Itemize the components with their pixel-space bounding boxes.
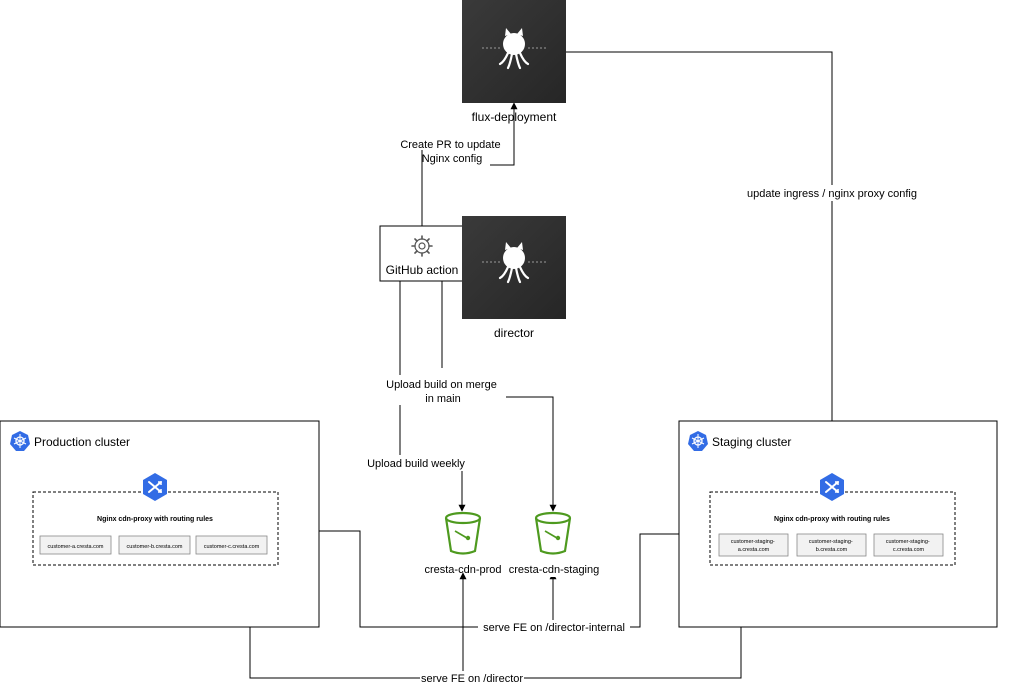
s3-bucket-icon: [444, 511, 482, 555]
staging-host-b[interactable]: customer-staging- b.cresta.com: [796, 533, 867, 557]
bucket-cresta-cdn-prod[interactable]: cresta-cdn-prod: [424, 511, 502, 576]
nginx-proxy-icon: [143, 473, 167, 501]
gear-icon: [411, 235, 433, 257]
edge-serve-internal: [279, 530, 710, 628]
svg-text:customer-staging- c.cr: customer-staging- c.cresta.com: [886, 539, 932, 553]
staging-host-c[interactable]: customer-staging- c.cresta.com: [873, 533, 944, 557]
svg-text:customer-staging- a.cr: customer-staging- a.cresta.com: [731, 539, 777, 553]
production-host-c[interactable]: customer-c.cresta.com: [195, 535, 268, 555]
bucket-cresta-cdn-staging[interactable]: cresta-cdn-staging: [509, 511, 600, 577]
edge-label-create-pr: Create PR to update Nginx config: [400, 139, 503, 165]
edge-update-ingress: [566, 51, 836, 473]
edge-label-update-ingress: update ingress / nginx proxy config: [747, 188, 917, 200]
svg-text:customer-staging- b.cr: customer-staging- b.cresta.com: [809, 539, 855, 553]
edge-label-serve-internal: serve FE on /director-internal: [483, 622, 625, 634]
s3-bucket-icon: [534, 511, 572, 555]
bucket-prod-label: cresta-cdn-prod: [424, 564, 501, 576]
production-proxy-title: Nginx cdn-proxy with routing rules: [97, 516, 213, 523]
staging-cluster[interactable]: Staging cluster Nginx cdn-proxy with rou…: [678, 420, 998, 628]
production-cluster[interactable]: Production cluster Nginx cdn-proxy with …: [0, 420, 320, 628]
svg-text:customer-c.cresta.com: customer-c.cresta.com: [204, 544, 260, 550]
kubernetes-icon: [688, 431, 708, 451]
production-host-b[interactable]: customer-b.cresta.com: [118, 535, 191, 555]
edge-label-serve-director: serve FE on /director: [421, 673, 523, 685]
edge-label-upload-weekly: Upload build weekly: [367, 458, 465, 470]
production-host-a[interactable]: customer-a.cresta.com: [39, 535, 112, 555]
flux-deployment-repo[interactable]: flux-deployment: [462, 0, 566, 124]
github-action-label: GitHub action: [386, 263, 459, 277]
staging-cluster-title: Staging cluster: [712, 435, 791, 449]
github-action-box[interactable]: GitHub action: [379, 225, 465, 282]
github-octocat-icon: [482, 28, 546, 70]
flux-deployment-label: flux-deployment: [472, 110, 557, 124]
director-repo[interactable]: director: [462, 216, 566, 340]
edge-label-upload-merge: Upload build on merge in main: [386, 379, 500, 405]
production-cluster-title: Production cluster: [34, 435, 130, 449]
edge-upload-merge-2: [500, 396, 557, 512]
edge-create-pr-2: [490, 102, 518, 166]
kubernetes-icon: [10, 431, 30, 451]
staging-host-a[interactable]: customer-staging- a.cresta.com: [718, 533, 789, 557]
director-label: director: [494, 326, 534, 340]
svg-text:customer-b.cresta.com: customer-b.cresta.com: [127, 544, 183, 550]
svg-text:customer-a.cresta.com: customer-a.cresta.com: [48, 544, 104, 550]
bucket-staging-label: cresta-cdn-staging: [509, 564, 600, 576]
github-octocat-icon: [482, 242, 546, 284]
staging-proxy-title: Nginx cdn-proxy with routing rules: [774, 516, 890, 523]
nginx-proxy-icon: [820, 473, 844, 501]
